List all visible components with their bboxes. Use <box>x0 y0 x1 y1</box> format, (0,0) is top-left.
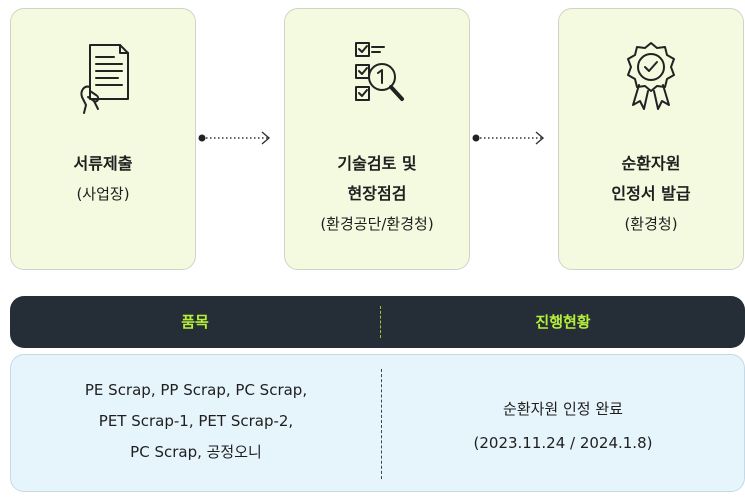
table-header: 품목 진행현황 <box>10 296 745 348</box>
step-title: 기술검토 및 <box>337 154 417 173</box>
body-divider <box>381 369 382 479</box>
flow-arrow <box>472 131 545 145</box>
checklist-magnifier-icon <box>355 42 404 101</box>
step-subtitle: (환경청) <box>624 215 678 233</box>
flow-arrow <box>198 131 271 145</box>
table-row: PE Scrap, PP Scrap, PC Scrap, PET Scrap-… <box>10 354 745 492</box>
step-card-certificate-issuance: 순환자원 인정서 발급 (환경청) <box>558 8 744 270</box>
step-card-document-submission: 서류제출 (사업장) <box>10 8 196 270</box>
step-title: 순환자원 <box>621 154 681 173</box>
status-dates: (2023.11.24 / 2024.1.8) <box>473 434 653 452</box>
header-status: 진행현황 <box>535 313 591 331</box>
items-line: PET Scrap-1, PET Scrap-2, <box>98 412 294 430</box>
step-card-technical-review: 기술검토 및 현장점검 (환경공단/환경청) <box>284 8 470 270</box>
step-subtitle: (환경공단/환경청) <box>320 215 434 233</box>
items-cell: PE Scrap, PP Scrap, PC Scrap, PET Scrap-… <box>11 375 381 468</box>
step-title: 서류제출 <box>73 154 133 173</box>
status-line: 순환자원 인정 완료 <box>503 400 623 418</box>
step-title-line2: 인정서 발급 <box>611 184 691 203</box>
items-line: PE Scrap, PP Scrap, PC Scrap, <box>84 381 308 399</box>
step-subtitle: (사업장) <box>76 185 130 203</box>
items-line: PC Scrap, 공정오니 <box>130 443 262 461</box>
document-hand-icon <box>80 44 129 114</box>
certificate-badge-icon <box>627 42 675 110</box>
header-items: 품목 <box>181 313 209 331</box>
status-cell: 순환자원 인정 완료 (2023.11.24 / 2024.1.8) <box>382 392 744 460</box>
step-title-line2: 현장점검 <box>347 184 407 203</box>
header-divider <box>380 306 381 338</box>
